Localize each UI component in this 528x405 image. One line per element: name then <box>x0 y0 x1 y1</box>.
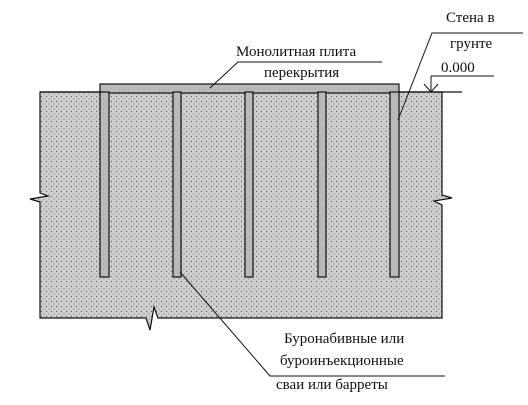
wall-leader-line <box>397 32 523 121</box>
slab-label-line1: Монолитная плита <box>236 44 356 60</box>
slab-label-line2: перекрытия <box>264 65 339 81</box>
wall-label-line1: Стена в <box>446 10 495 26</box>
soil-body <box>29 91 453 331</box>
slab-leader-line <box>209 61 382 89</box>
diaphragm-wall-left <box>99 91 110 278</box>
wall-label-line2: грунте <box>450 36 493 52</box>
elevation-label: 0.000 <box>441 60 475 76</box>
piles-label-line3: сваи или барреты <box>276 377 388 393</box>
diaphragm-wall-right <box>389 91 400 278</box>
piles-leader-line <box>179 271 445 377</box>
pile <box>172 91 182 278</box>
pile <box>244 91 254 278</box>
piles-label-line2: буроинъекционные <box>280 353 404 369</box>
piles-label-line1: Буронабивные или <box>284 331 404 347</box>
pile <box>317 91 327 278</box>
